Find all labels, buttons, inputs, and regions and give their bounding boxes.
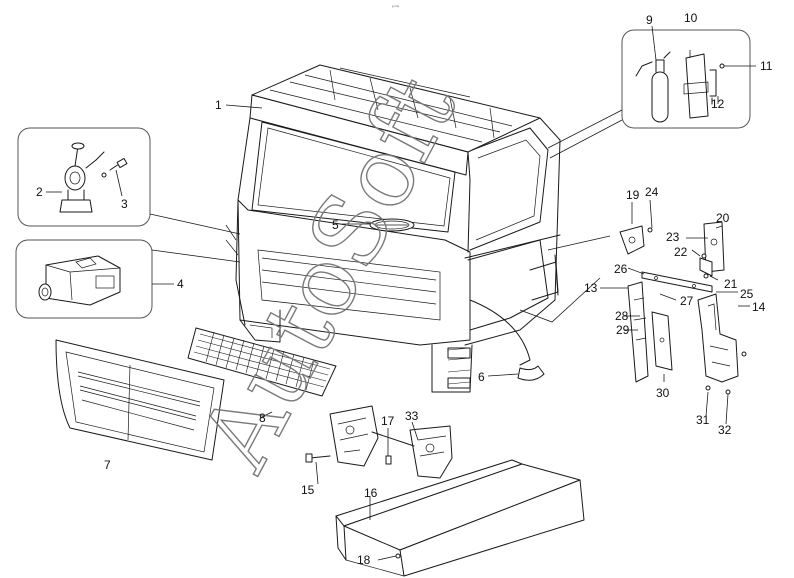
latch-assembly [329, 405, 453, 479]
callout-10: 10 [684, 11, 698, 25]
mount-bracket-19 [619, 225, 653, 255]
callout-32: 32 [718, 423, 732, 437]
bottom-channel-rail [335, 459, 585, 577]
callout-22: 22 [674, 245, 688, 259]
hinge-13 [627, 281, 673, 383]
callout-3: 3 [121, 197, 128, 211]
callout-7: 7 [104, 458, 111, 472]
callout-26: 26 [614, 262, 628, 276]
callout-31: 31 [696, 413, 710, 427]
callout-14: 14 [752, 300, 766, 314]
callout-28: 28 [615, 309, 629, 323]
heater-unit [38, 255, 121, 306]
callout-33: 33 [405, 409, 419, 423]
callout-19: 19 [626, 188, 640, 202]
callout-2: 2 [36, 185, 43, 199]
watermark-text: AutoSoft [179, 59, 478, 488]
callout-21: 21 [724, 277, 738, 291]
callout-16: 16 [364, 486, 378, 500]
front-grille-panel [55, 339, 225, 461]
bolt-15 [305, 453, 331, 463]
inset-box-extinguisher [621, 29, 751, 129]
callout-20: 20 [716, 211, 730, 225]
lever-assembly [59, 142, 128, 213]
cab-body [225, 64, 561, 393]
callout-labels: 1 2 3 4 5 6 7 8 9 10 11 12 13 14 15 16 1… [36, 11, 773, 567]
nut-21 [703, 273, 709, 279]
emblem-part [369, 218, 415, 232]
header-mark: ᵍ ᵐᵐ [392, 4, 400, 9]
callout-1: 1 [215, 98, 222, 112]
callout-18: 18 [357, 553, 371, 567]
callout-12: 12 [711, 97, 725, 111]
callout-15: 15 [301, 483, 315, 497]
callout-27: 27 [680, 294, 694, 308]
callout-17: 17 [381, 414, 395, 428]
callout-24: 24 [645, 185, 659, 199]
callout-9: 9 [646, 13, 653, 27]
callout-5: 5 [332, 218, 339, 232]
callout-13: 13 [584, 281, 598, 295]
washer-22 [701, 253, 707, 259]
hose-part [517, 365, 545, 381]
callout-25: 25 [740, 287, 754, 301]
callout-4: 4 [177, 277, 184, 291]
front-mesh-grille [187, 327, 337, 397]
crossbar-26 [641, 271, 713, 293]
callout-29: 29 [616, 323, 630, 337]
callout-30: 30 [656, 386, 670, 400]
leader-lines [46, 25, 756, 561]
callout-8: 8 [259, 411, 266, 425]
fire-extinguisher [635, 51, 671, 123]
extinguisher-bracket [683, 53, 725, 119]
fastener-18 [395, 553, 401, 559]
callout-6: 6 [478, 370, 485, 384]
mount-bracket-20 [699, 221, 725, 277]
callout-23: 23 [666, 230, 680, 244]
hinge-14 [697, 293, 747, 395]
fastener-17 [385, 455, 392, 465]
callout-11: 11 [760, 59, 773, 73]
